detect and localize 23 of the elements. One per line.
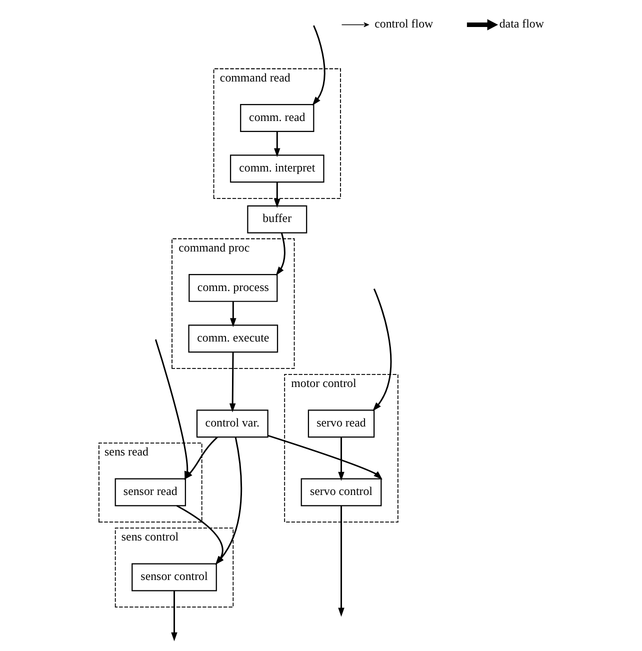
node-box: servo read [307,410,374,438]
arrow [312,25,325,106]
node-box: sensor control [131,563,216,592]
arrow [372,288,392,412]
arrow [274,132,280,158]
node-box: comm. read [240,104,314,132]
arrow [228,352,236,412]
node-box: comm. process [188,274,278,302]
node-box: comm. execute [188,324,278,353]
arrow [338,437,344,481]
arrow [267,434,382,480]
arrow [170,590,177,642]
legend-label: control flow [374,16,433,31]
arrow [230,302,236,328]
arrow [338,506,344,617]
arrow [274,182,280,208]
legend-label: data flow [498,16,544,31]
node-box: sensor read [114,478,186,506]
node-box: servo control [300,478,382,506]
node-box: control var. [196,410,268,438]
node-box: comm. interpret [229,154,324,183]
arrow [275,232,285,276]
node-box: buffer [246,205,307,234]
